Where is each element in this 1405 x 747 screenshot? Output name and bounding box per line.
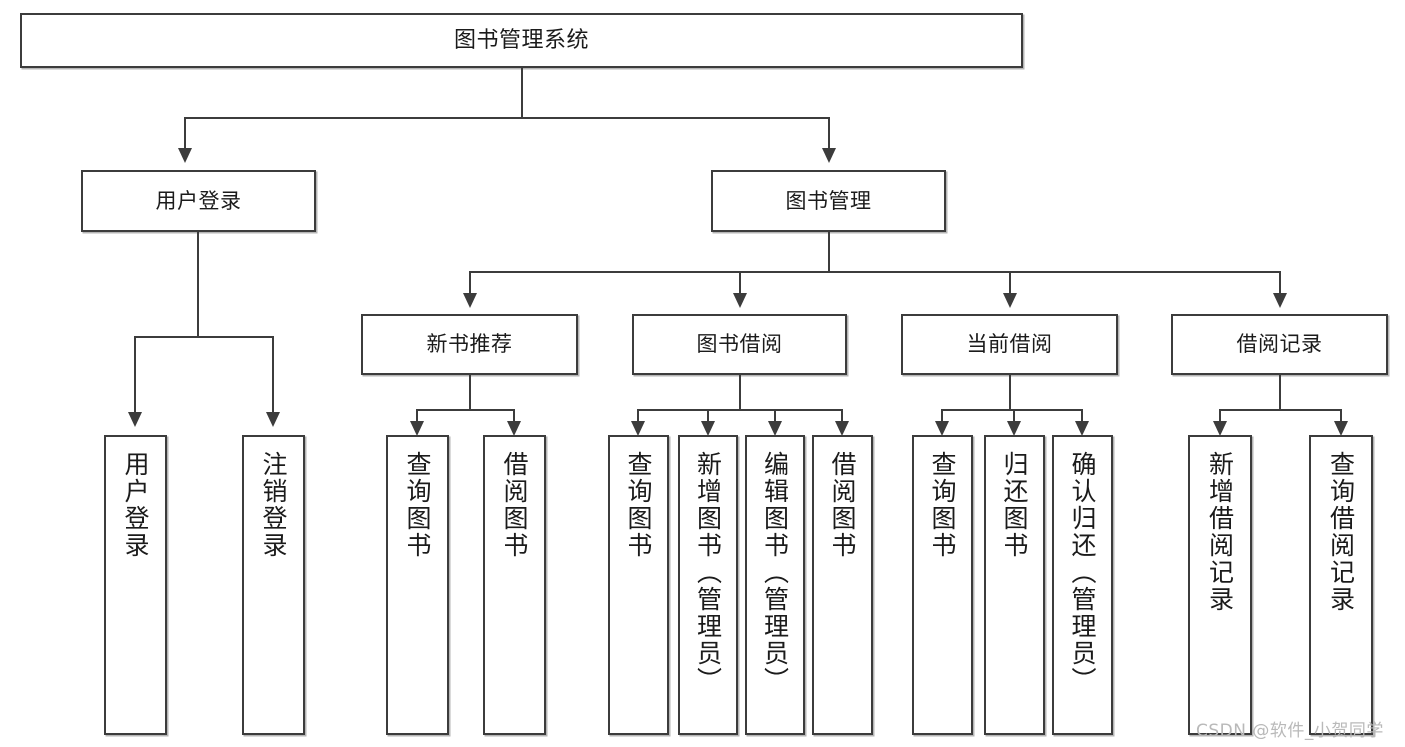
node-label: 借阅图书 [500,451,529,559]
node-label: 查询借阅记录 [1326,451,1356,613]
node-borrow-record[interactable]: 借阅记录 [1171,314,1388,375]
connector-user-login-stem [197,232,199,338]
node-book-management[interactable]: 图书管理 [711,170,946,232]
arrow-book-borrow-to-leaf-3 [768,421,782,436]
connector-book-borrow-to-leaf-4 [841,409,843,421]
node-label: 图书借阅 [696,332,783,357]
connector-book-borrow-to-leaf-3 [774,409,776,421]
arrow-book-manage-to-new-book-rec [463,293,477,308]
node-leaf-user-login[interactable]: 用户登录 [104,435,167,735]
connector-book-manage-bus [469,271,1280,273]
arrow-new-book-rec-to-leaf-1 [410,421,424,436]
node-leaf-borrow-book-recommendation[interactable]: 借阅图书 [483,435,546,735]
node-root-book-management-system[interactable]: 图书管理系统 [20,13,1023,68]
arrow-book-borrow-to-leaf-4 [835,421,849,436]
node-label: 图书管理系统 [453,27,589,53]
arrow-root-to-user-login [178,148,192,163]
connector-current-borrow-to-leaf-1 [941,409,943,421]
node-leaf-query-book-recommendation[interactable]: 查询图书 [386,435,449,735]
connector-current-borrow-bus [941,409,1082,411]
connector-book-borrow-to-leaf-2 [707,409,709,421]
node-leaf-query-borrow-record[interactable]: 查询借阅记录 [1309,435,1373,735]
connector-borrow-record-to-leaf-2 [1340,409,1342,421]
arrow-book-borrow-to-leaf-2 [701,421,715,436]
node-label: 用户登录 [121,451,150,559]
node-leaf-add-book-admin[interactable]: 新增图书（管理员） [678,435,738,735]
node-label: 新增图书（管理员） [693,451,723,694]
arrow-book-manage-to-book-borrow [733,293,747,308]
node-label: 新增借阅记录 [1205,451,1235,613]
node-new-book-recommendation[interactable]: 新书推荐 [361,314,578,375]
connector-book-borrow-bus [637,409,842,411]
connector-user-login-to-leaf-1 [134,336,136,412]
node-leaf-user-logout[interactable]: 注销登录 [242,435,305,735]
connector-book-manage-to-book-borrow [739,271,741,293]
node-label: 查询图书 [624,451,653,559]
node-label: 新书推荐 [426,332,513,357]
arrow-book-manage-to-borrow-record [1273,293,1287,308]
node-label: 归还图书 [1000,451,1029,559]
connector-book-manage-to-new-book-rec [469,271,471,293]
arrow-user-login-to-leaf-2 [266,412,280,427]
node-label: 注销登录 [259,451,288,559]
node-label: 当前借阅 [966,332,1053,357]
connector-borrow-record-bus [1219,409,1342,411]
connector-borrow-record-to-leaf-1 [1219,409,1221,421]
arrow-current-borrow-to-leaf-2 [1007,421,1021,436]
connector-current-borrow-to-leaf-2 [1013,409,1015,421]
connector-root-stem [521,68,523,119]
node-book-borrow[interactable]: 图书借阅 [632,314,847,375]
node-label: 确认归还（管理员） [1068,451,1097,694]
connector-root-to-book-manage [828,117,830,148]
arrow-book-borrow-to-leaf-1 [631,421,645,436]
connector-user-login-bus [134,336,272,338]
node-label: 借阅图书 [828,451,857,559]
connector-book-manage-to-borrow-record [1279,271,1281,293]
node-label: 借阅记录 [1236,332,1323,357]
arrow-current-borrow-to-leaf-1 [935,421,949,436]
connector-new-book-rec-bus [416,409,515,411]
arrow-current-borrow-to-leaf-3 [1075,421,1089,436]
connector-user-login-to-leaf-2 [272,336,274,412]
arrow-root-to-book-manage [822,148,836,163]
node-leaf-query-book-current[interactable]: 查询图书 [912,435,973,735]
node-leaf-confirm-return-admin[interactable]: 确认归还（管理员） [1052,435,1113,735]
connector-book-manage-stem [828,232,830,273]
connector-current-borrow-stem [1009,375,1011,411]
node-leaf-query-book-borrow[interactable]: 查询图书 [608,435,669,735]
arrow-borrow-record-to-leaf-2 [1334,421,1348,436]
csdn-watermark: CSDN @软件_小贺同学 [1196,721,1384,741]
arrow-book-manage-to-current-borrow [1003,293,1017,308]
connector-book-borrow-stem [739,375,741,411]
node-label: 用户登录 [155,188,242,213]
node-leaf-borrow-book[interactable]: 借阅图书 [812,435,873,735]
node-leaf-add-borrow-record[interactable]: 新增借阅记录 [1188,435,1252,735]
node-leaf-edit-book-admin[interactable]: 编辑图书（管理员） [745,435,805,735]
arrow-user-login-to-leaf-1 [128,412,142,427]
node-current-borrow[interactable]: 当前借阅 [901,314,1118,375]
connector-book-borrow-to-leaf-1 [637,409,639,421]
node-label: 图书管理 [785,188,872,213]
connector-borrow-record-stem [1279,375,1281,411]
arrow-new-book-rec-to-leaf-2 [507,421,521,436]
connector-current-borrow-to-leaf-3 [1081,409,1083,421]
node-label: 查询图书 [403,451,432,559]
connector-new-book-rec-stem [469,375,471,411]
connector-root-bus [184,117,830,119]
node-leaf-return-book[interactable]: 归还图书 [984,435,1045,735]
connector-root-to-user-login [184,117,186,148]
connector-new-book-rec-to-leaf-1 [416,409,418,421]
node-user-login[interactable]: 用户登录 [81,170,316,232]
connector-book-manage-to-current-borrow [1009,271,1011,293]
connector-new-book-rec-to-leaf-2 [513,409,515,421]
node-label: 编辑图书（管理员） [760,451,790,694]
arrow-borrow-record-to-leaf-1 [1213,421,1227,436]
node-label: 查询图书 [928,451,957,559]
